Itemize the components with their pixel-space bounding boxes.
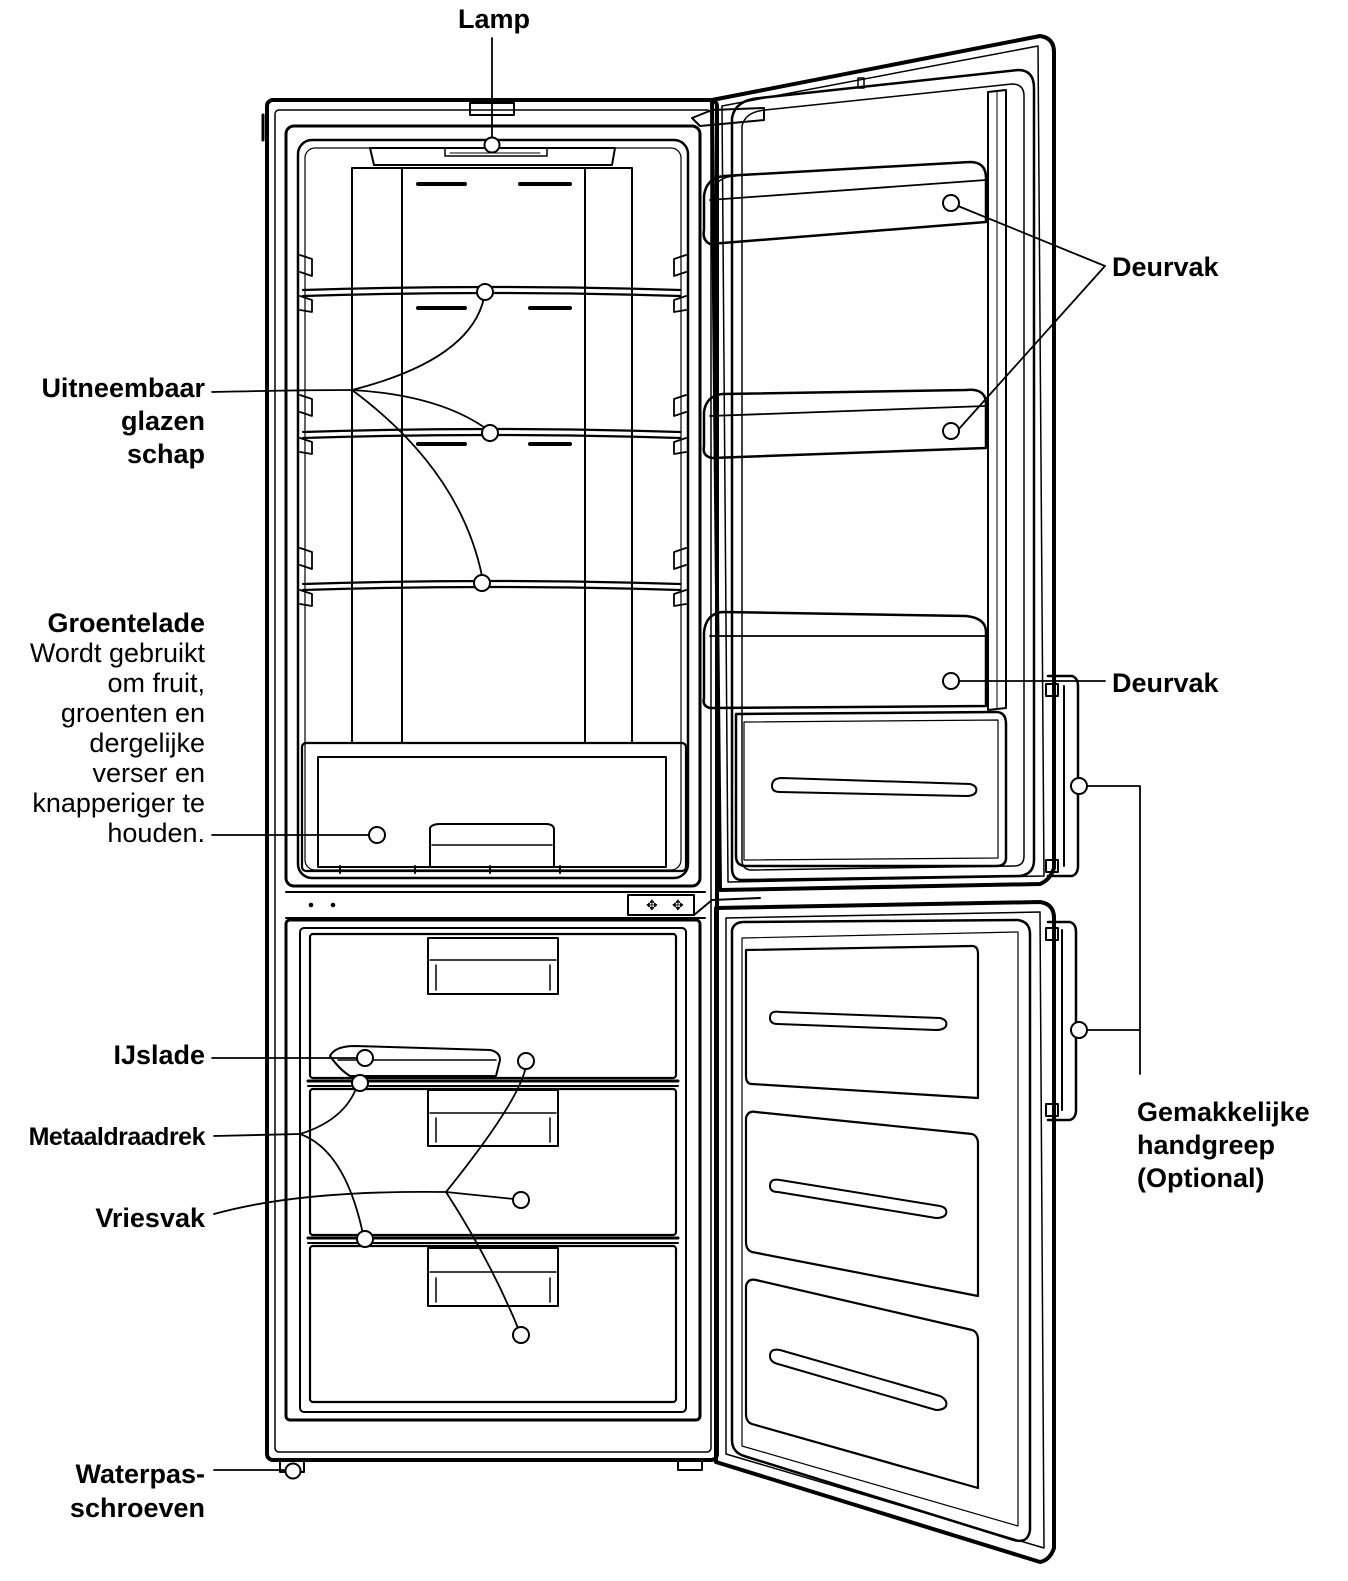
label-crisper-desc-1: Wordt gebruikt bbox=[29, 638, 205, 668]
crisper-drawer bbox=[300, 741, 688, 874]
label-glass-shelf: Uitneembaar glazen schap bbox=[0, 372, 205, 471]
upper-handle bbox=[1045, 674, 1080, 878]
label-crisper: Groentelade Wordt gebruikt om fruit, gro… bbox=[0, 608, 205, 848]
label-ice-tray: IJslade bbox=[113, 1040, 205, 1070]
label-handle-line2: handgreep bbox=[1137, 1130, 1276, 1160]
freezer-drawer-2 bbox=[308, 1087, 678, 1237]
shelf-rails bbox=[299, 254, 687, 607]
door-bin-top bbox=[702, 160, 988, 246]
label-leveling-line1: Waterpas- bbox=[75, 1459, 205, 1489]
label-crisper-desc-6: knapperiger te bbox=[32, 788, 205, 818]
ice-tray bbox=[329, 1045, 501, 1077]
door-freezer-panel-3 bbox=[744, 1278, 980, 1490]
door-drawer bbox=[734, 710, 1008, 868]
label-wire-rack: Metaaldraadrek bbox=[28, 1123, 206, 1151]
label-glass-shelf-line3: schap bbox=[126, 439, 205, 469]
freezer-drawer-3 bbox=[308, 1244, 678, 1404]
svg-text:✥: ✥ bbox=[672, 897, 684, 913]
callout-lines bbox=[211, 37, 1141, 1471]
label-lamp: Lamp bbox=[458, 4, 531, 34]
label-crisper-title: Groentelade bbox=[47, 608, 205, 638]
label-crisper-desc-2: om fruit, bbox=[107, 668, 205, 698]
middle-divider: ✥ ✥ bbox=[285, 891, 761, 919]
label-door-bin-top: Deurvak bbox=[1112, 252, 1219, 282]
air-vent-slots bbox=[416, 182, 572, 446]
lower-handle bbox=[1045, 920, 1078, 1122]
door-freezer-panel-2 bbox=[744, 1110, 980, 1298]
label-handle: Gemakkelijke handgreep (Optional) bbox=[1137, 1096, 1310, 1195]
door-bin-middle bbox=[702, 388, 988, 460]
label-door-bin-bottom: Deurvak bbox=[1112, 668, 1219, 698]
label-crisper-desc-7: houden. bbox=[107, 818, 205, 848]
label-leveling: Waterpas- schroeven bbox=[0, 1457, 205, 1525]
label-handle-line1: Gemakkelijke bbox=[1137, 1097, 1310, 1127]
lower-door bbox=[714, 900, 1078, 1564]
label-crisper-desc-4: dergelijke bbox=[89, 728, 205, 758]
label-crisper-desc-3: groenten en bbox=[60, 698, 205, 728]
upper-door bbox=[691, 34, 1080, 892]
svg-text:✥: ✥ bbox=[646, 897, 658, 913]
freezer-compartment bbox=[284, 918, 702, 1422]
door-freezer-panel-1 bbox=[744, 944, 980, 1100]
fridge-compartment bbox=[284, 124, 702, 888]
label-handle-line3: (Optional) bbox=[1137, 1163, 1265, 1193]
label-glass-shelf-line2: glazen bbox=[120, 406, 205, 436]
door-bin-bottom bbox=[702, 610, 988, 710]
callout-dots bbox=[284, 136, 1088, 1480]
label-crisper-desc-5: verser en bbox=[92, 758, 205, 788]
freezer-drawer-1 bbox=[308, 932, 678, 1080]
label-glass-shelf-line1: Uitneembaar bbox=[41, 373, 205, 403]
label-freezer: Vriesvak bbox=[95, 1203, 205, 1233]
wire-racks bbox=[306, 1079, 680, 1244]
label-leveling-line2: schroeven bbox=[69, 1493, 205, 1523]
